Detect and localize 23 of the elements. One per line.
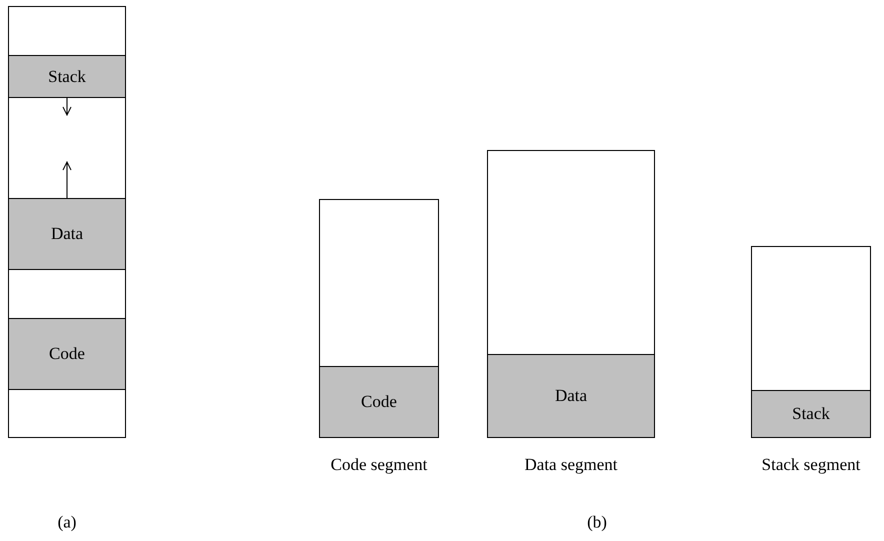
memory-region bbox=[751, 390, 871, 438]
segment-caption: Data segment bbox=[524, 454, 618, 476]
memory-block bbox=[319, 199, 439, 438]
memory-region bbox=[8, 55, 126, 98]
growth-arrow bbox=[62, 162, 72, 198]
segment-caption: Code segment bbox=[330, 454, 428, 476]
region-label: Data bbox=[554, 385, 588, 408]
memory-region bbox=[487, 354, 655, 438]
region-label: Stack bbox=[48, 66, 86, 88]
memory-block bbox=[487, 150, 655, 438]
memory-region bbox=[8, 198, 126, 270]
memory-region bbox=[319, 366, 439, 438]
growth-arrow bbox=[62, 98, 72, 116]
memory-block bbox=[751, 246, 871, 438]
panel-label: (a) bbox=[58, 511, 76, 534]
region-label: Data bbox=[50, 223, 84, 246]
region-label: Code bbox=[49, 343, 85, 366]
panel-label: (b) bbox=[587, 511, 607, 534]
region-label: Code bbox=[361, 391, 397, 414]
segment-caption: Stack segment bbox=[762, 454, 860, 476]
region-label: Stack bbox=[792, 403, 830, 426]
memory-block bbox=[8, 6, 126, 438]
memory-region bbox=[8, 318, 126, 390]
